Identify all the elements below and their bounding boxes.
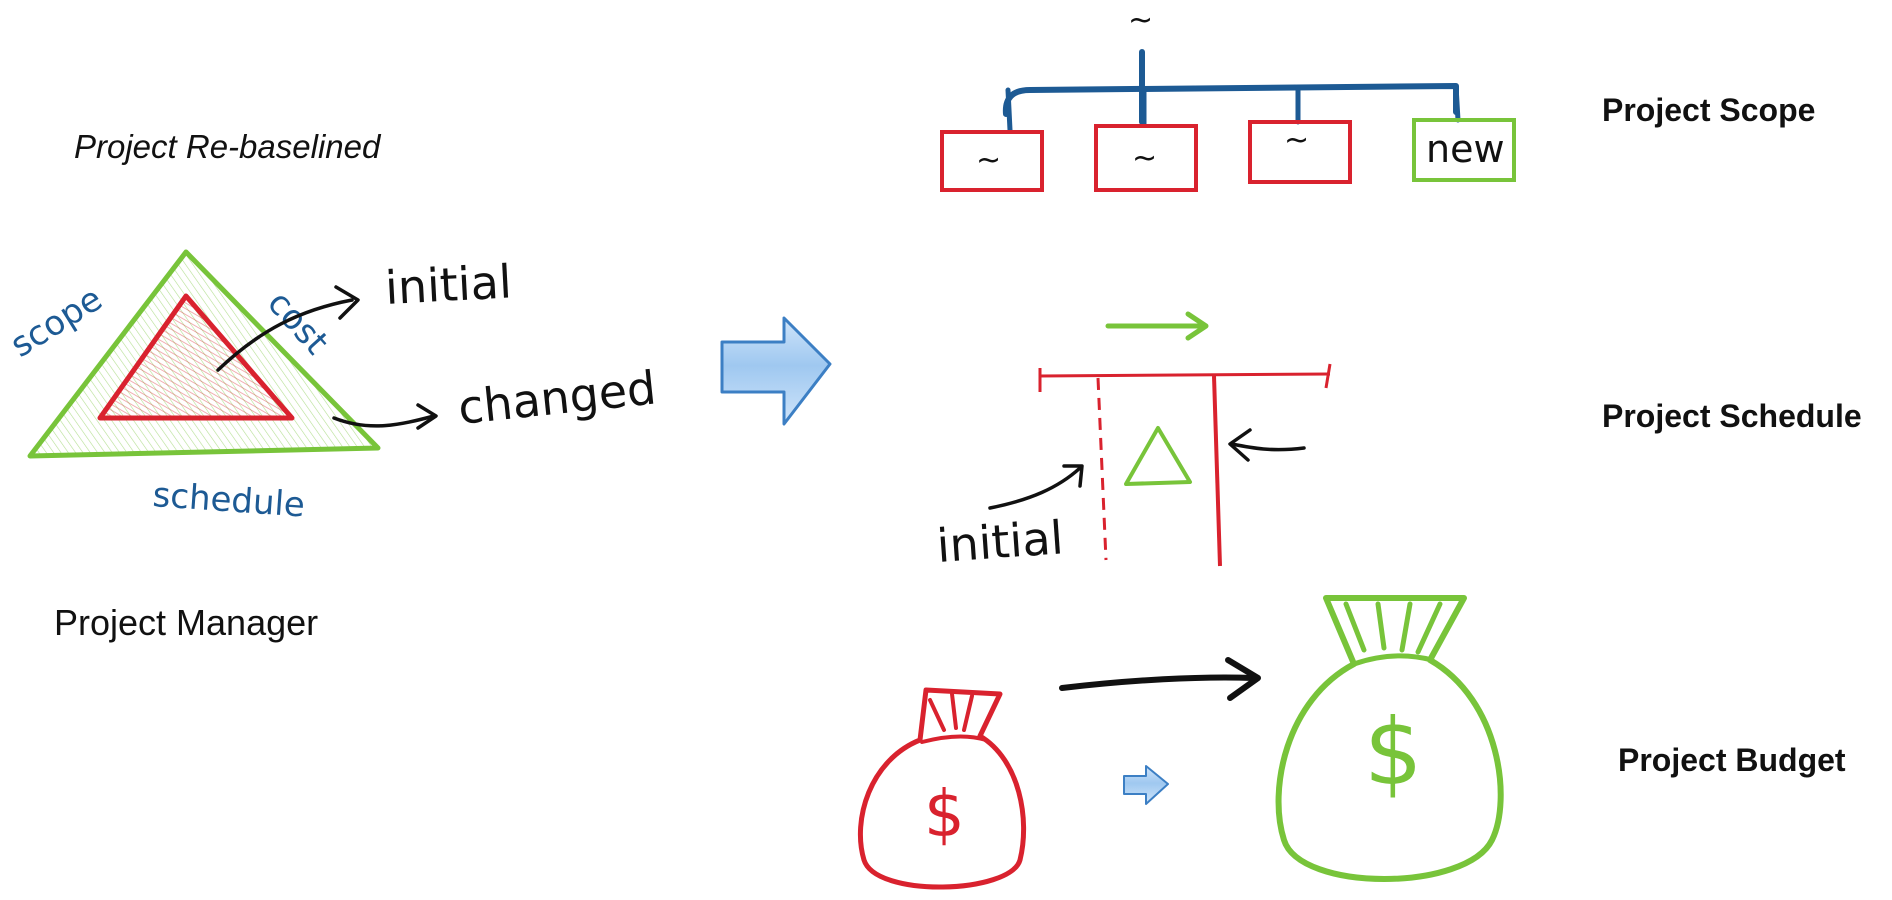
scope-box-1-label: ~ <box>976 143 1001 178</box>
project-schedule-heading: Project Schedule <box>1602 398 1862 434</box>
budget-increase-arrow <box>1059 674 1257 691</box>
current-baseline-line <box>1212 375 1222 567</box>
changed-label: changed <box>456 360 659 434</box>
small-bag-currency: $ <box>924 778 965 852</box>
role-label: Project Manager <box>54 602 319 643</box>
budget-bags: $ $ <box>858 595 1504 890</box>
initial-triangle <box>97 293 295 421</box>
scope-box-3-label: ~ <box>1284 123 1309 158</box>
initial-arrow-head-icon <box>334 285 360 320</box>
changed-arrow-head-icon <box>416 403 438 430</box>
scope-box-3 <box>1248 120 1352 184</box>
subtitle: Project Re-baselined <box>74 128 381 165</box>
side-scope-label: scope <box>4 279 110 366</box>
changed-arrow <box>332 414 436 428</box>
scope-root-mark: ~ <box>1128 3 1153 38</box>
small-money-bag-icon <box>858 687 1027 890</box>
schedule-initial-label: initial <box>935 510 1065 573</box>
transition-arrow-icon <box>720 316 832 426</box>
initial-label: initial <box>384 254 513 315</box>
scope-box-1 <box>940 130 1044 192</box>
large-bag-currency: $ <box>1364 699 1423 806</box>
project-triangle: scope cost schedule initial changed <box>4 249 659 526</box>
initial-arrow <box>216 298 354 372</box>
project-budget-heading: Project Budget <box>1618 742 1846 778</box>
large-money-bag-icon <box>1275 595 1504 882</box>
small-blue-arrow-icon <box>1123 765 1169 805</box>
scope-box-2 <box>1094 124 1198 192</box>
initial-baseline-line <box>1096 377 1108 561</box>
side-schedule-label: schedule <box>151 475 306 526</box>
project-scope-heading: Project Scope <box>1602 92 1816 128</box>
scope-box-2-label: ~ <box>1132 141 1157 176</box>
schedule-timeline: initial <box>935 311 1332 573</box>
milestone-triangle-icon <box>1124 426 1192 486</box>
scope-tree: ~ ~ ~ ~ new <box>940 3 1516 192</box>
scope-box-new-label: new <box>1426 127 1505 171</box>
scope-box-new <box>1412 118 1516 182</box>
